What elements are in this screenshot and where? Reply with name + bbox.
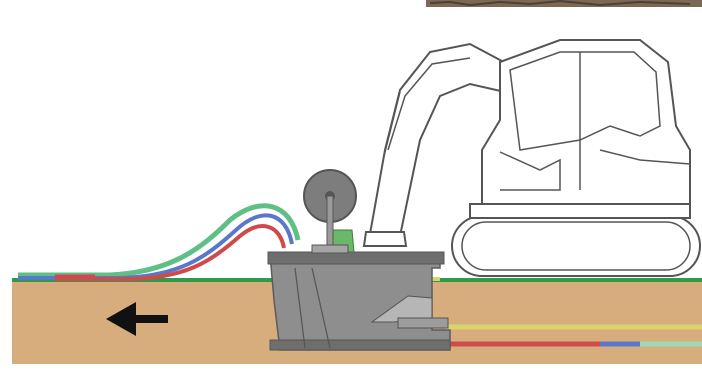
excavator-icon <box>364 40 700 276</box>
surface-cables <box>18 206 298 279</box>
photo-fragment <box>426 0 702 7</box>
plough-icon <box>268 230 450 350</box>
